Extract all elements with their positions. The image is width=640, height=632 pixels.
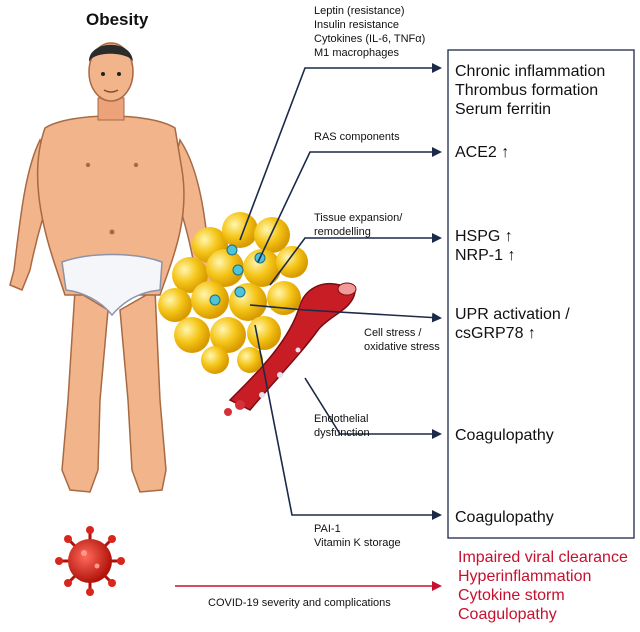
box-item-upr: UPR activation / csGRP78 ↑ bbox=[455, 306, 570, 342]
label-cell-stress: Cell stress / oxidative stress bbox=[364, 327, 440, 353]
covid-outcomes: Impaired viral clearance Hyperinflammati… bbox=[458, 549, 628, 623]
box-item-inflammation: Chronic inflammation Thrombus formation … bbox=[455, 63, 606, 118]
label-endothelial: Endothelial dysfunction bbox=[314, 413, 370, 439]
label-ras: RAS components bbox=[314, 131, 400, 143]
box-item-coagulopathy-1: Coagulopathy bbox=[455, 427, 554, 444]
box-item-ace2: ACE2 ↑ bbox=[455, 144, 510, 161]
pathway-arrows bbox=[239, 63, 442, 520]
outcome-box bbox=[447, 49, 635, 539]
adipose-tissue-icon bbox=[158, 212, 308, 374]
human-figure-icon bbox=[9, 42, 215, 493]
box-item-hspg: HSPG ↑ NRP-1 ↑ bbox=[455, 228, 516, 264]
box-item-coagulopathy-2: Coagulopathy bbox=[455, 509, 554, 526]
label-tissue-expansion: Tissue expansion/ remodelling bbox=[314, 212, 403, 238]
blood-vessel-icon bbox=[224, 282, 357, 416]
covid-label: COVID-19 severity and complications bbox=[208, 597, 391, 609]
diagram-title: Obesity bbox=[86, 10, 149, 29]
virus-icon bbox=[55, 526, 125, 596]
label-adipokines: Leptin (resistance) Insulin resistance C… bbox=[314, 5, 426, 59]
label-pai1: PAI-1 Vitamin K storage bbox=[314, 523, 401, 549]
